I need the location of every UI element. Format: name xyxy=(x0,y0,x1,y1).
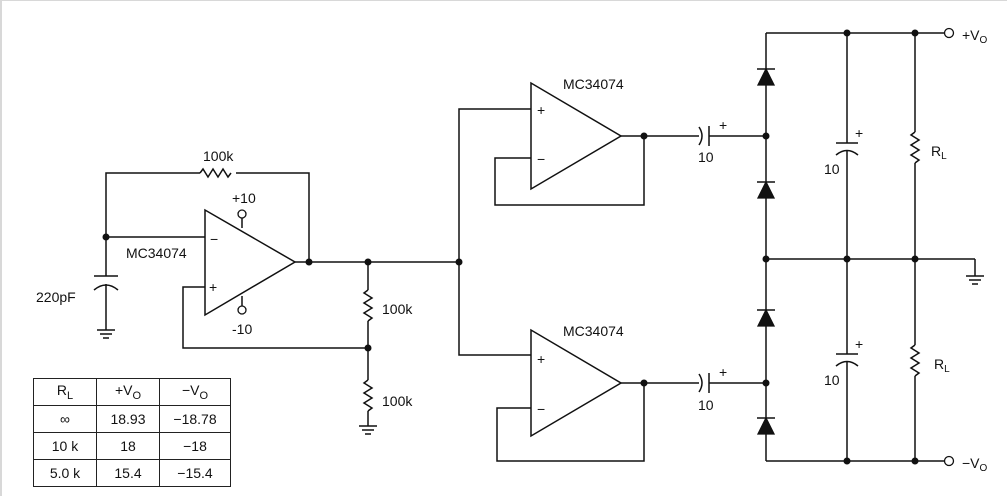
load-resistor-top xyxy=(909,131,921,164)
svg-text:−: − xyxy=(537,401,545,417)
svg-text:+: + xyxy=(537,351,545,367)
feedback-resistor xyxy=(199,167,232,179)
table-cell: 10 k xyxy=(33,432,97,460)
output-pos-label: +VO xyxy=(962,27,988,46)
table-row: 5.0 k 15.4 −15.4 xyxy=(33,459,231,487)
feedback-resistor-label: 100k xyxy=(203,148,234,164)
table-row: ∞ 18.93 −18.78 xyxy=(33,405,231,433)
opamp-top-part-label: MC34074 xyxy=(563,76,624,92)
svg-text:+: + xyxy=(855,336,863,352)
coupling-cap-top-label: 10 xyxy=(698,149,714,165)
opamp-main: − + MC34074 +10 -10 xyxy=(126,190,297,337)
table-header: RL xyxy=(33,378,97,406)
svg-text:RL: RL xyxy=(934,356,950,375)
divider-resistor-bottom xyxy=(362,379,374,412)
table-cell: −15.4 xyxy=(159,459,231,487)
timing-capacitor-label: 220pF xyxy=(36,289,76,305)
opamp-main-triangle xyxy=(204,208,297,317)
svg-text:+: + xyxy=(719,364,727,380)
opamp-top: + − MC34074 xyxy=(530,76,624,191)
ground-icon xyxy=(966,275,984,285)
table-cell: 15.4 xyxy=(96,459,160,487)
diode-icon xyxy=(756,67,776,86)
table-header: +VO xyxy=(96,378,160,406)
supply-neg-terminal xyxy=(237,305,247,315)
coupling-cap-top xyxy=(698,126,703,146)
svg-text:RL: RL xyxy=(931,143,947,162)
output-neg-terminal xyxy=(943,455,955,467)
table-cell: ∞ xyxy=(33,405,97,433)
diode-icon xyxy=(756,416,776,435)
opamp-bottom: + − MC34074 xyxy=(530,323,624,438)
coupling-cap-bottom-label: 10 xyxy=(698,397,714,413)
divider-resistor-top xyxy=(362,289,374,322)
divider-resistor-top-label: 100k xyxy=(382,301,413,317)
output-voltage-table: RL +VO −VO ∞ 18.93 −18.78 10 k 18 −18 5.… xyxy=(33,378,231,487)
ground-icon xyxy=(97,329,115,339)
opamp-bottom-part-label: MC34074 xyxy=(563,323,624,339)
svg-text:+: + xyxy=(855,125,863,141)
table-header-row: RL +VO −VO xyxy=(33,378,231,406)
opamp-main-part-label: MC34074 xyxy=(126,245,187,261)
coupling-cap-bottom xyxy=(698,373,703,393)
table-cell: −18 xyxy=(159,432,231,460)
table-cell: 5.0 k xyxy=(33,459,97,487)
table-cell: 18.93 xyxy=(96,405,160,433)
filter-cap-bottom-label: 10 xyxy=(824,372,840,388)
table-cell: −18.78 xyxy=(159,405,231,433)
svg-text:+: + xyxy=(719,117,727,133)
supply-neg-label: -10 xyxy=(232,321,252,337)
table-row: 10 k 18 −18 xyxy=(33,432,231,460)
supply-pos-label: +10 xyxy=(232,190,256,206)
supply-pos-terminal xyxy=(237,209,247,219)
svg-text:−: − xyxy=(537,151,545,167)
opamp-main-plus-label: + xyxy=(209,279,217,295)
table-header: −VO xyxy=(159,378,231,406)
divider-resistor-bottom-label: 100k xyxy=(382,393,413,409)
svg-text:+: + xyxy=(537,102,545,118)
diode-icon xyxy=(756,180,776,199)
table-cell: 18 xyxy=(96,432,160,460)
output-pos-terminal xyxy=(943,27,955,39)
load-resistor-bottom xyxy=(909,344,921,377)
diode-icon xyxy=(756,308,776,327)
ground-icon xyxy=(359,425,377,435)
filter-cap-top-label: 10 xyxy=(824,161,840,177)
opamp-main-minus-label: − xyxy=(210,231,218,247)
output-neg-label: −VO xyxy=(962,455,988,474)
